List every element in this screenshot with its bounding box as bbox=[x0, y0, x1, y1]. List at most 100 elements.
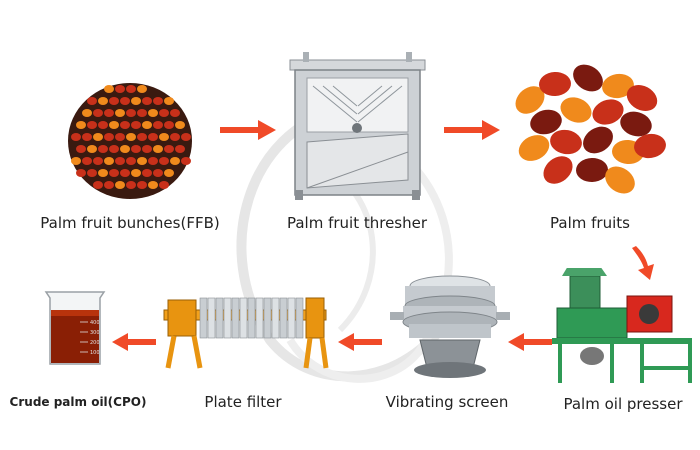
bunch-fruitlet bbox=[109, 145, 119, 153]
filter-plate bbox=[279, 297, 288, 339]
palm-fruit bbox=[543, 156, 573, 184]
bunch-fruitlet bbox=[120, 145, 130, 153]
palm-fruit bbox=[550, 129, 582, 155]
bunch-fruitlet bbox=[142, 121, 152, 129]
beaker-scale-100: 100 bbox=[90, 350, 100, 356]
bunch-fruitlet bbox=[104, 109, 114, 117]
filter-plate bbox=[247, 297, 256, 339]
bunch-fruitlet bbox=[126, 85, 136, 93]
bunch-fruitlet bbox=[104, 181, 114, 189]
bunch-fruitlet bbox=[159, 181, 169, 189]
palm-fruit bbox=[620, 111, 652, 137]
bunch-fruitlet bbox=[98, 145, 108, 153]
bunch-fruitlet bbox=[76, 169, 86, 177]
bunch-fruitlet bbox=[164, 169, 174, 177]
bunch-fruitlet bbox=[115, 181, 125, 189]
bunch-fruitlet bbox=[142, 169, 152, 177]
bunch-fruitlet bbox=[126, 157, 136, 165]
arrow-filter-to-cpo bbox=[112, 333, 156, 351]
bunch-fruitlet bbox=[71, 157, 81, 165]
bunch-fruitlet bbox=[98, 121, 108, 129]
bunch-fruitlet bbox=[115, 157, 125, 165]
bunch-fruitlet bbox=[109, 169, 119, 177]
bunch-fruitlet bbox=[76, 121, 86, 129]
palm-fruit bbox=[583, 126, 613, 154]
bunch-fruitlet bbox=[87, 169, 97, 177]
palm-fruit bbox=[626, 85, 658, 111]
crude-palm-oil-beaker-image: 400 300 200 100 bbox=[44, 291, 106, 365]
bunch-fruitlet bbox=[181, 157, 191, 165]
bunch-fruitlet bbox=[87, 121, 97, 129]
bunch-fruitlet bbox=[93, 109, 103, 117]
bunch-fruitlet bbox=[153, 145, 163, 153]
bunch-fruitlet bbox=[93, 181, 103, 189]
bunch-fruitlet bbox=[137, 133, 147, 141]
filter-plate bbox=[287, 297, 296, 339]
bunch-fruitlet bbox=[131, 121, 141, 129]
bunch-fruitlet bbox=[159, 157, 169, 165]
bunch-fruitlet bbox=[126, 109, 136, 117]
bunch-fruitlet bbox=[170, 133, 180, 141]
bunch-fruitlet bbox=[82, 157, 92, 165]
bunch-fruitlet bbox=[82, 109, 92, 117]
bunch-fruitlet bbox=[137, 85, 147, 93]
bunch-fruitlet bbox=[159, 133, 169, 141]
plate-filter-image bbox=[163, 297, 329, 369]
palm-fruit bbox=[530, 109, 562, 135]
label-palm-fruit-bunches: Palm fruit bunches(FFB) bbox=[40, 214, 220, 232]
arrow-presser-to-screen bbox=[508, 333, 552, 351]
bunch-fruitlet bbox=[93, 157, 103, 165]
palm-fruit bbox=[518, 135, 550, 161]
palm-fruit bbox=[539, 71, 571, 97]
bunch-fruitlet bbox=[98, 97, 108, 105]
bunch-fruitlet bbox=[170, 157, 180, 165]
bunch-fruitlet bbox=[109, 97, 119, 105]
filter-plate bbox=[231, 297, 240, 339]
palm-fruit bbox=[592, 99, 624, 125]
bunch-fruitlet bbox=[115, 109, 125, 117]
palm-fruit bbox=[602, 73, 634, 99]
bunch-fruitlet bbox=[175, 121, 185, 129]
vibrating-screen-image bbox=[390, 275, 510, 378]
bunch-fruitlet bbox=[104, 157, 114, 165]
bunch-fruitlet bbox=[137, 109, 147, 117]
label-plate-filter: Plate filter bbox=[204, 393, 282, 411]
bunch-fruitlet bbox=[148, 181, 158, 189]
bunch-fruitlet bbox=[148, 157, 158, 165]
bunch-fruitlet bbox=[164, 121, 174, 129]
filter-plate bbox=[223, 297, 232, 339]
bunch-fruitlet bbox=[126, 133, 136, 141]
bunch-fruitlet bbox=[115, 85, 125, 93]
bunch-fruitlet bbox=[120, 169, 130, 177]
filter-plate bbox=[239, 297, 248, 339]
palm-oil-presser-image bbox=[552, 268, 692, 383]
arrow-ffb-to-thresher bbox=[220, 120, 276, 140]
bunch-fruitlet bbox=[76, 145, 86, 153]
beaker-scale-400: 400 bbox=[90, 320, 100, 326]
bunch-fruitlet bbox=[82, 133, 92, 141]
palm-fruit bbox=[560, 97, 592, 123]
bunch-fruitlet bbox=[131, 97, 141, 105]
beaker-scale-200: 200 bbox=[90, 340, 100, 346]
filter-plate bbox=[215, 297, 224, 339]
bunch-fruitlet bbox=[142, 145, 152, 153]
bunch-fruitlet bbox=[131, 169, 141, 177]
palm-fruit-bunch-image bbox=[68, 83, 192, 199]
bunch-fruitlet bbox=[104, 133, 114, 141]
bunch-fruitlet bbox=[104, 85, 114, 93]
palm-fruit-thresher-image bbox=[289, 52, 426, 200]
filter-plate bbox=[295, 297, 304, 339]
bunch-fruitlet bbox=[87, 97, 97, 105]
beaker-scale-300: 300 bbox=[90, 330, 100, 336]
filter-plate bbox=[271, 297, 280, 339]
palm-fruit bbox=[576, 157, 608, 183]
bunch-fruitlet bbox=[98, 169, 108, 177]
label-palm-oil-presser: Palm oil presser bbox=[563, 395, 683, 413]
bunch-fruitlet bbox=[148, 109, 158, 117]
bunch-fruitlet bbox=[109, 121, 119, 129]
label-palm-fruit-thresher: Palm fruit thresher bbox=[286, 214, 428, 232]
filter-plate bbox=[255, 297, 264, 339]
bunch-fruitlet bbox=[153, 169, 163, 177]
palm-fruit bbox=[605, 166, 635, 194]
